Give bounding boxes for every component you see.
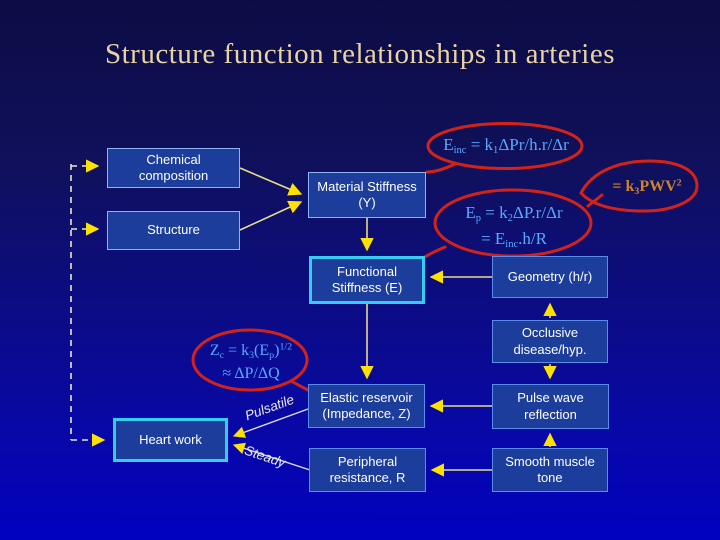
flow-arrows xyxy=(239,167,557,477)
arrow-structure-to-material xyxy=(239,200,303,231)
bubble-einc xyxy=(426,122,584,170)
node-material-stiffness: Material Stiffness (Y) xyxy=(308,172,426,218)
bubble-ep-to-pwv xyxy=(586,193,604,208)
formula-einc: Einc = k1ΔPr/h.r/Δr xyxy=(443,135,569,156)
feedback-dashed-lines xyxy=(70,159,106,447)
formula-zc-line1: Zc = k3(Ep)1/2 xyxy=(209,341,293,361)
heart-work-arrows xyxy=(232,408,314,472)
node-heart-work: Heart work xyxy=(113,418,228,462)
arrow-chemical-to-material xyxy=(239,167,303,196)
node-smooth-muscle-tone: Smooth muscle tone xyxy=(492,448,608,492)
slide-title: Structure function relationships in arte… xyxy=(104,38,616,70)
node-chemical-composition: Chemical composition xyxy=(107,148,240,188)
arrow-peripheral-to-heart xyxy=(232,442,314,472)
formula-pwv: = k3PWV2 xyxy=(612,177,682,197)
node-peripheral-resistance: Peripheral resistance, R xyxy=(309,448,426,492)
formula-ep-line2: = Einc.h/R xyxy=(481,229,547,250)
formula-zc-line2: ≈ ΔP/ΔQ xyxy=(222,365,280,382)
bubble-zc xyxy=(191,328,309,392)
arrow-elastic-to-heart xyxy=(232,408,309,438)
red-annotation-bubbles xyxy=(191,122,699,393)
node-geometry: Geometry (h/r) xyxy=(492,256,608,298)
bubble-einc-tail xyxy=(425,162,457,174)
formula-ep-line1: Ep = k2ΔP.r/Δr xyxy=(465,203,563,224)
node-occlusive-disease: Occlusive disease/hyp. xyxy=(492,320,608,363)
node-functional-stiffness: Functional Stiffness (E) xyxy=(309,256,425,304)
node-elastic-reservoir: Elastic reservoir (Impedance, Z) xyxy=(308,384,425,428)
node-pulse-wave-reflection: Pulse wave reflection xyxy=(492,384,609,429)
node-structure: Structure xyxy=(107,211,240,250)
bubble-pwv xyxy=(579,159,699,213)
